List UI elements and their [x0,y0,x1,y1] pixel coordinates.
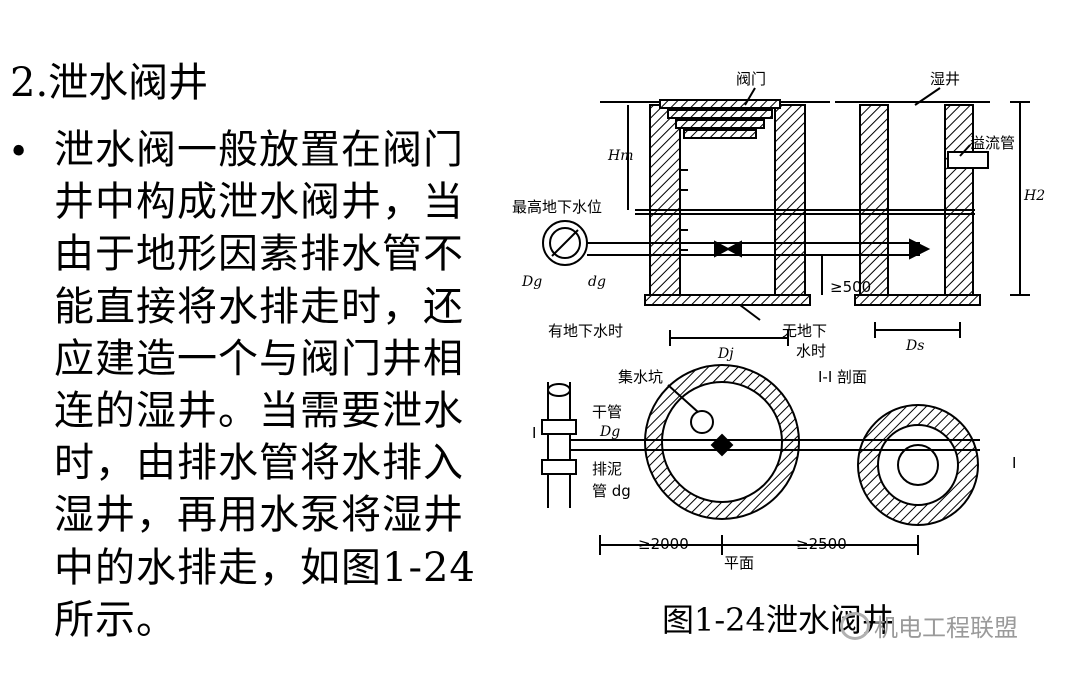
label-wet-well: 湿井 [930,70,960,88]
label-dj: Dj [717,346,734,362]
label-dim-2500: ≥2500 [796,535,847,553]
label-drain-pipe-2: 管 dg [592,482,631,500]
label-dg-plan: Dg [599,424,620,440]
label-h2: H2 [1023,188,1045,204]
label-dim-2000: ≥2000 [638,535,689,553]
label-dg-small: dg [588,274,606,290]
label-hm: Hm [607,148,633,164]
label-section-mark-right: I [1012,454,1016,472]
plan-view [541,364,980,555]
label-max-groundwater: 最高地下水位 [512,198,602,216]
label-section-mark-left: I [532,424,536,442]
page-title: 2.泄水阀井 [10,60,209,106]
label-with-groundwater: 有地下水时 [548,322,623,340]
label-no-groundwater-1: 无地下 [782,322,827,340]
label-drain-pipe-1: 排泥 [592,460,622,478]
label-overflow-pipe: 溢流管 [970,134,1015,152]
label-no-groundwater-2: 水时 [796,342,826,360]
label-valve: 阀门 [736,70,766,88]
label-dg-big: Dg [521,274,542,290]
bullet-marker: • [8,132,30,173]
body-paragraph: 泄水阀一般放置在阀门井中构成泄水阀井，当由于地形因素排水管不能直接将水排走时，还… [54,127,476,643]
valve-well-diagram: 阀门 湿井 溢流管 最高地下水位 Hm H2 Dg dg ≥500 有地下水时 … [512,70,1045,572]
label-ds: Ds [905,338,924,354]
watermark: 机电工程联盟 [840,612,1018,643]
label-section: I-I 剖面 [818,368,867,386]
label-min500: ≥500 [830,278,871,296]
section-view [542,87,1030,346]
label-main-pipe: 干管 [592,403,622,421]
label-sump: 集水坑 [618,368,663,386]
wechat-icon [840,612,870,640]
label-plan: 平面 [724,554,754,572]
watermark-text: 机电工程联盟 [874,614,1018,642]
